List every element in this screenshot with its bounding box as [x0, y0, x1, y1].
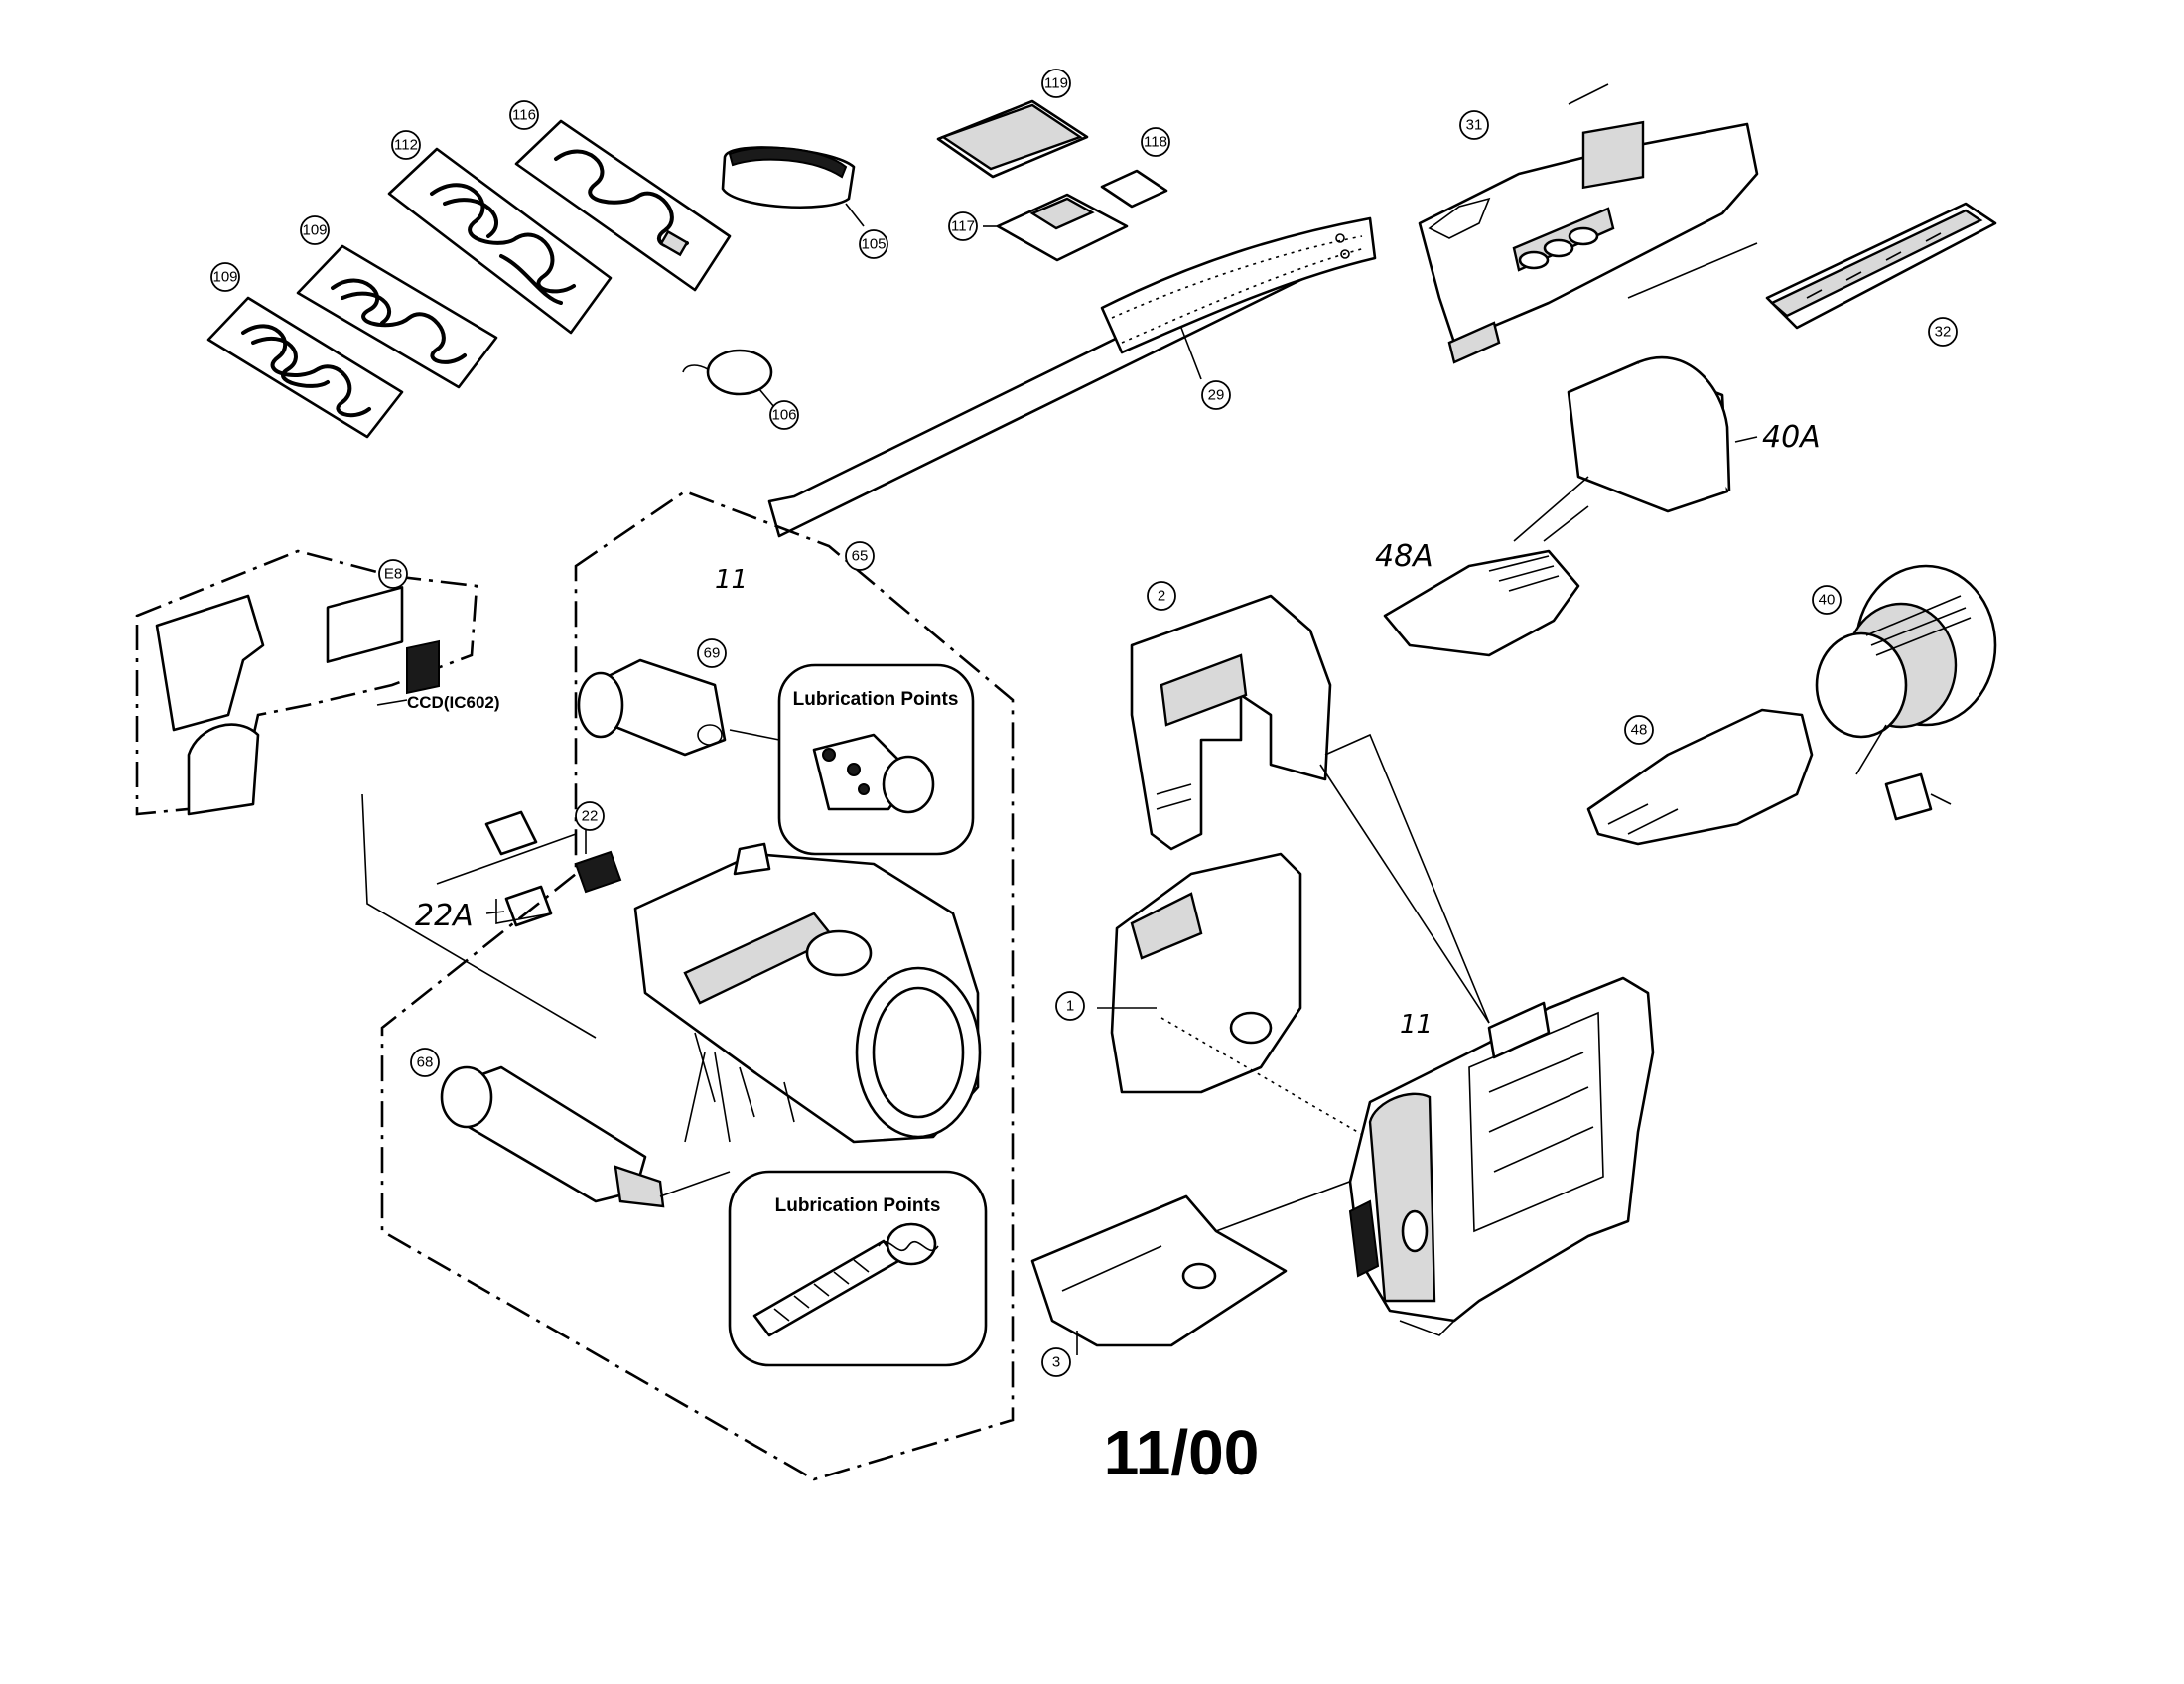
svg-text:112: 112: [394, 137, 418, 154]
lubrication-inset-upper: Lubrication Points: [729, 663, 975, 856]
eyecup-40A: [1567, 120, 1758, 513]
svg-text:116: 116: [512, 107, 536, 124]
svg-text:69: 69: [704, 645, 721, 662]
svg-text:106: 106: [771, 407, 796, 424]
svg-text:32: 32: [1935, 324, 1952, 341]
media-card-119: [936, 99, 1089, 179]
svg-text:117: 117: [951, 218, 975, 235]
callout-32: 32: [1928, 317, 1958, 347]
callout-68: 68: [410, 1048, 440, 1077]
top-cover-31: [1418, 83, 1759, 364]
callout-1: 1: [1055, 991, 1085, 1021]
callout-109-right: 109: [300, 215, 330, 245]
cable-bag-112: [387, 147, 613, 335]
main-body-frame: [1348, 976, 1655, 1336]
svg-text:65: 65: [852, 548, 869, 565]
mechanism-chassis-1: [1097, 852, 1435, 1178]
svg-text:3: 3: [1052, 1354, 1060, 1371]
ccd-label: CCD(IC602): [407, 693, 500, 712]
callout-112: 112: [391, 130, 421, 160]
svg-text:109: 109: [212, 269, 237, 286]
svg-text:40: 40: [1819, 592, 1836, 609]
hand-strap-29: [767, 216, 1377, 538]
label-22A: 22A: [415, 899, 474, 933]
callout-106: 106: [769, 400, 799, 430]
lens-hood-40: [1815, 564, 1997, 739]
callout-48: 48: [1624, 715, 1654, 745]
floppy-117: [983, 193, 1129, 262]
callout-E8: E8: [378, 559, 408, 589]
evf-housing-48: [1586, 708, 1952, 846]
callout-116: 116: [509, 100, 539, 130]
svg-text:2: 2: [1158, 588, 1165, 605]
lens-cap-106: [682, 349, 775, 408]
svg-text:1: 1: [1066, 998, 1074, 1015]
svg-text:22: 22: [582, 808, 599, 825]
side-frame-2: [1130, 594, 1490, 1024]
callout-2: 2: [1147, 581, 1176, 611]
lens-unit-65: [380, 490, 1015, 1481]
callout-3: 3: [1041, 1347, 1071, 1377]
bottom-plate-3: [1030, 1151, 1431, 1355]
callout-22: 22: [575, 801, 605, 831]
lubrication-label-lower: Lubrication Points: [775, 1195, 941, 1216]
viewfinder-48A: [1383, 476, 1589, 657]
callout-31: 31: [1459, 110, 1489, 140]
callout-119: 119: [1041, 69, 1071, 98]
label-40A: 40A: [1762, 420, 1821, 455]
svg-text:48: 48: [1631, 722, 1648, 739]
svg-text:118: 118: [1144, 134, 1167, 151]
svg-text:109: 109: [302, 222, 327, 239]
mark-11-lens: 11: [715, 565, 748, 595]
assembly-leader-lines: [361, 505, 1887, 1039]
lubrication-label-upper: Lubrication Points: [793, 689, 959, 710]
filter-22: [484, 810, 622, 894]
callout-29: 29: [1201, 380, 1231, 410]
mark-11-body: 11: [1400, 1010, 1433, 1040]
button-strip-32: [1765, 202, 1997, 330]
cable-bag-109-right: [296, 244, 498, 389]
callout-40: 40: [1812, 585, 1842, 615]
svg-text:68: 68: [417, 1054, 434, 1071]
svg-text:105: 105: [861, 236, 886, 253]
callout-65: 65: [845, 541, 875, 571]
callout-117: 117: [948, 211, 978, 241]
svg-text:31: 31: [1466, 117, 1483, 134]
lubrication-inset-lower: Lubrication Points: [728, 1170, 988, 1367]
revision-date: 11/00: [1104, 1417, 1260, 1488]
callout-118: 118: [1141, 127, 1170, 157]
cable-bag-116: [514, 119, 732, 292]
strap-105: [721, 146, 865, 227]
label-48A: 48A: [1375, 539, 1433, 574]
svg-text:29: 29: [1208, 387, 1225, 404]
callout-105: 105: [859, 229, 888, 259]
svg-text:E8: E8: [384, 566, 402, 583]
svg-text:119: 119: [1044, 75, 1068, 92]
callout-109-left: 109: [210, 262, 240, 292]
callout-69: 69: [697, 638, 727, 668]
cable-bag-109-left: [206, 296, 404, 439]
ccd-board-E8: [135, 549, 478, 816]
media-card-118: [1100, 169, 1168, 209]
